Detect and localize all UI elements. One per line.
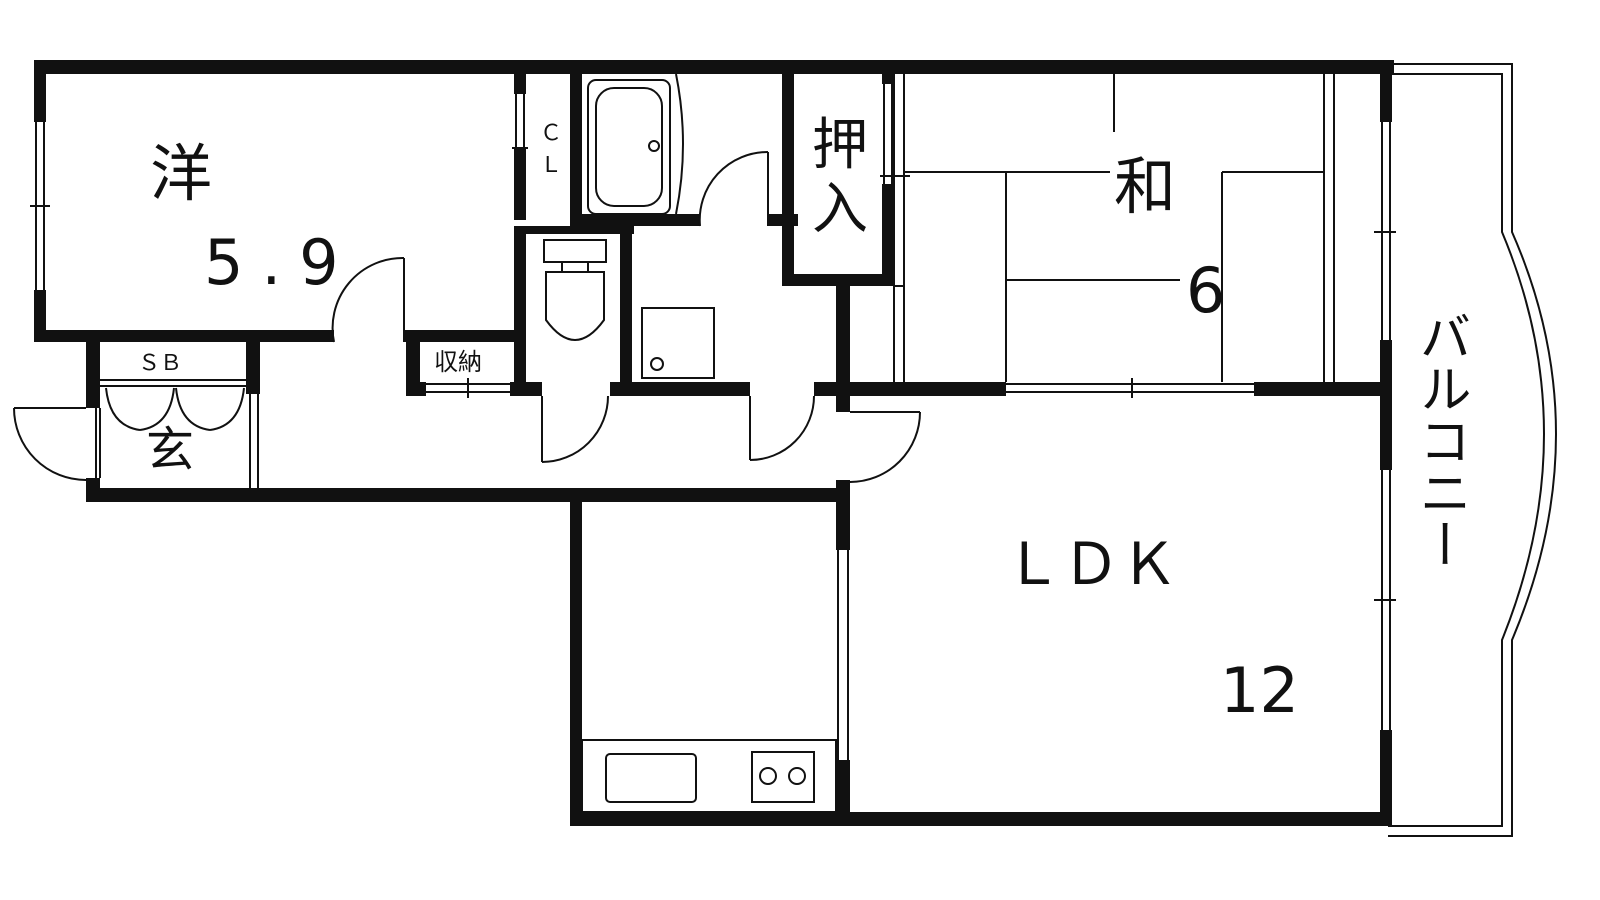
walls bbox=[34, 60, 1394, 826]
room-labels: 洋 5.9 Ｃ Ｌ 押 入 和 6 ＬＤＫ 12 収納 ＳＢ 玄 バルコニー bbox=[138, 113, 1470, 727]
balcony-label: バルコニー bbox=[1410, 310, 1470, 570]
oshiire-label-1: 押 bbox=[812, 113, 868, 178]
oshiire-label-2: 入 bbox=[812, 177, 868, 242]
entrance-label: 玄 bbox=[146, 422, 194, 478]
fixtures bbox=[543, 73, 837, 813]
japanese-room-size: 6 bbox=[1186, 254, 1225, 327]
ldk-room-name: ＬＤＫ bbox=[1004, 530, 1178, 598]
shoe-box-label: ＳＢ bbox=[138, 351, 182, 376]
balcony bbox=[1388, 63, 1557, 837]
western-room-name: 洋 bbox=[150, 137, 212, 210]
closet-label-c: Ｃ bbox=[540, 121, 562, 146]
ldk-room-size: 12 bbox=[1220, 654, 1299, 727]
windows bbox=[30, 74, 1396, 760]
japanese-room-name: 和 bbox=[1114, 150, 1176, 223]
closet-label-l: Ｌ bbox=[540, 153, 562, 178]
doors bbox=[13, 150, 921, 483]
western-room-size: 5.9 bbox=[204, 226, 357, 299]
storage-label: 収納 bbox=[434, 348, 482, 376]
